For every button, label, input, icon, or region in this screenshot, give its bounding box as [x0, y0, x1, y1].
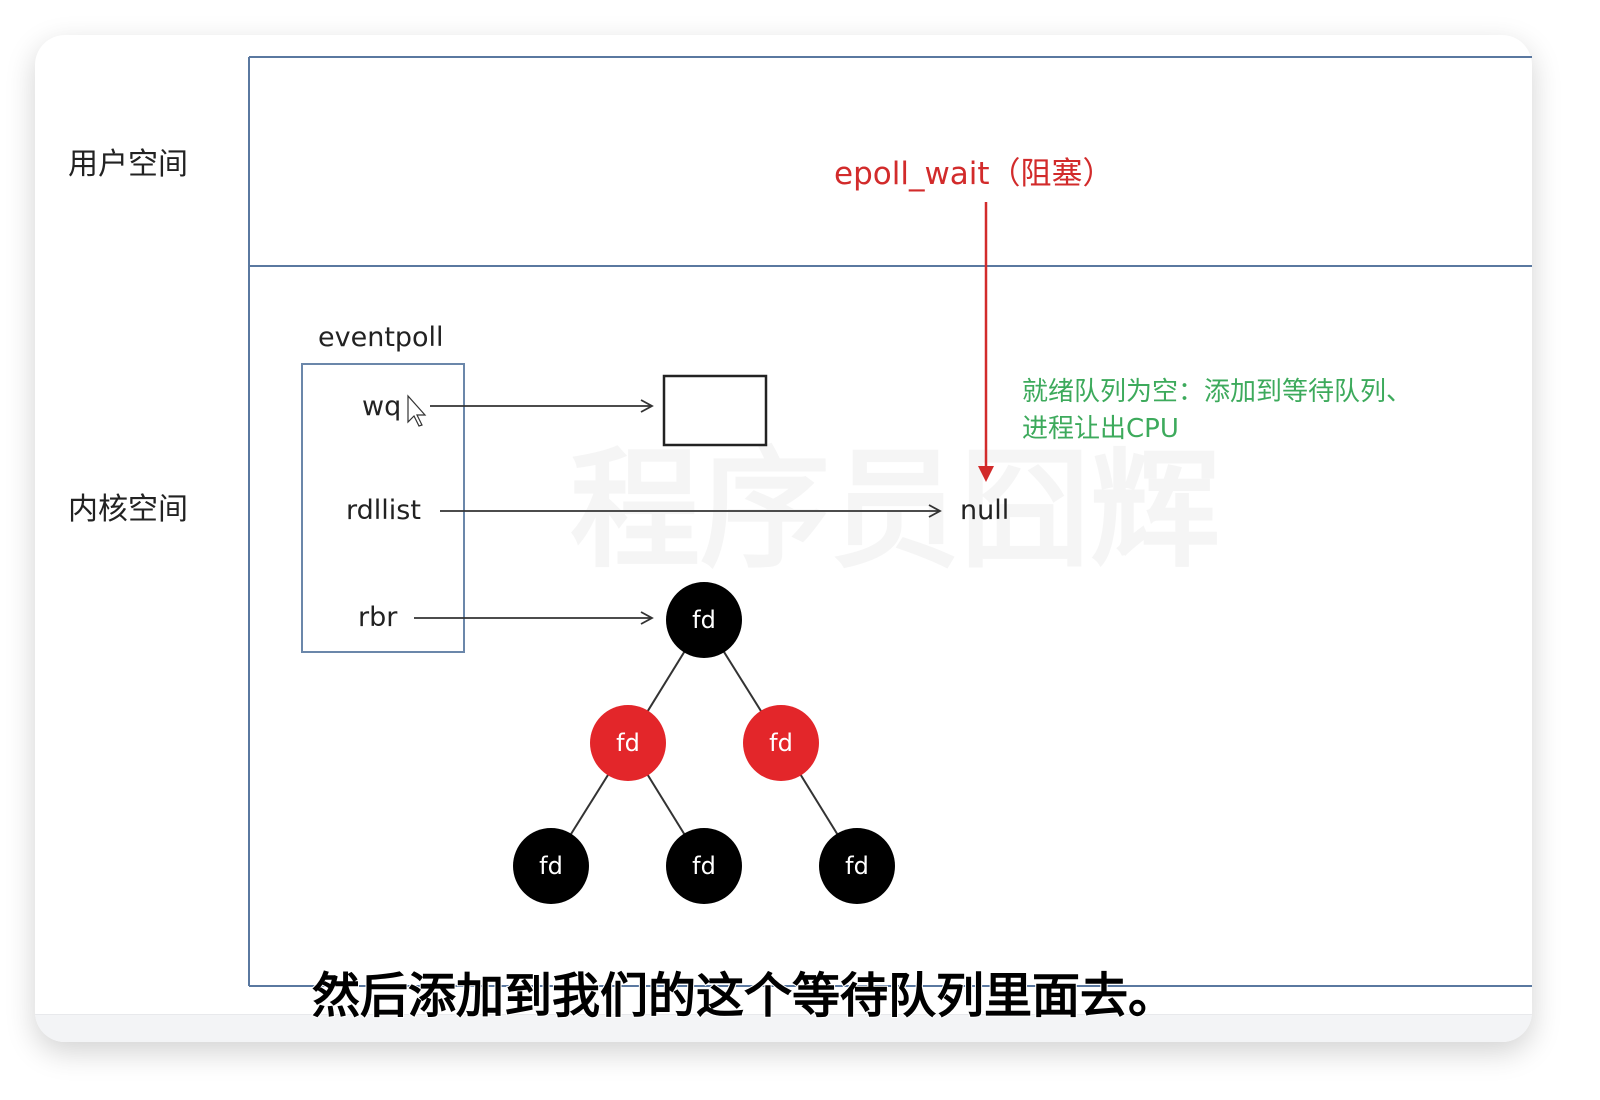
wait-queue-box — [662, 374, 768, 447]
rdllist-null: null — [960, 495, 1009, 526]
tree-node-label: fd — [616, 729, 640, 757]
tree-node-label: fd — [539, 852, 563, 880]
tree-node-label: fd — [845, 852, 869, 880]
player-bottom-strip — [35, 1014, 1532, 1042]
kernel-space-label: 内核空间 — [68, 492, 188, 527]
tree-node-label: fd — [692, 852, 716, 880]
tree-node-black: fd — [666, 828, 742, 904]
epoll-wait-label: epoll_wait（阻塞） — [834, 156, 1114, 192]
tree-node-label: fd — [692, 606, 716, 634]
tree-node-circle — [819, 828, 895, 904]
field-rbr: rbr — [358, 602, 398, 633]
tree-node-circle — [590, 705, 666, 781]
field-wq: wq — [362, 391, 401, 422]
tree-node-black: fd — [513, 828, 589, 904]
tree-node-circle — [513, 828, 589, 904]
tree-node-red: fd — [743, 705, 819, 781]
video-frame-card — [35, 35, 1532, 1042]
tree-node-black: fd — [666, 582, 742, 658]
tree-node-label: fd — [769, 729, 793, 757]
user-space-label: 用户空间 — [68, 147, 188, 182]
epoll-wait-arrowhead-icon — [978, 466, 994, 482]
watermark: 程序员囧辉 — [570, 434, 1220, 586]
tree-node-circle — [743, 705, 819, 781]
tree-node-red: fd — [590, 705, 666, 781]
note-line-1: 就绪队列为空：添加到等待队列、 — [1022, 377, 1412, 407]
tree-node-circle — [666, 828, 742, 904]
red-black-tree: fd fd fd fd fd fd — [513, 582, 895, 904]
note-line-2: 进程让出CPU — [1022, 414, 1179, 444]
field-rdllist: rdllist — [346, 495, 421, 526]
tree-node-black: fd — [819, 828, 895, 904]
eventpoll-box — [301, 363, 465, 653]
mouse-cursor-icon — [407, 394, 427, 427]
eventpoll-title: eventpoll — [318, 322, 444, 353]
video-subtitle: 然后添加到我们的这个等待队列里面去。 — [312, 968, 1176, 1024]
tree-node-circle — [666, 582, 742, 658]
